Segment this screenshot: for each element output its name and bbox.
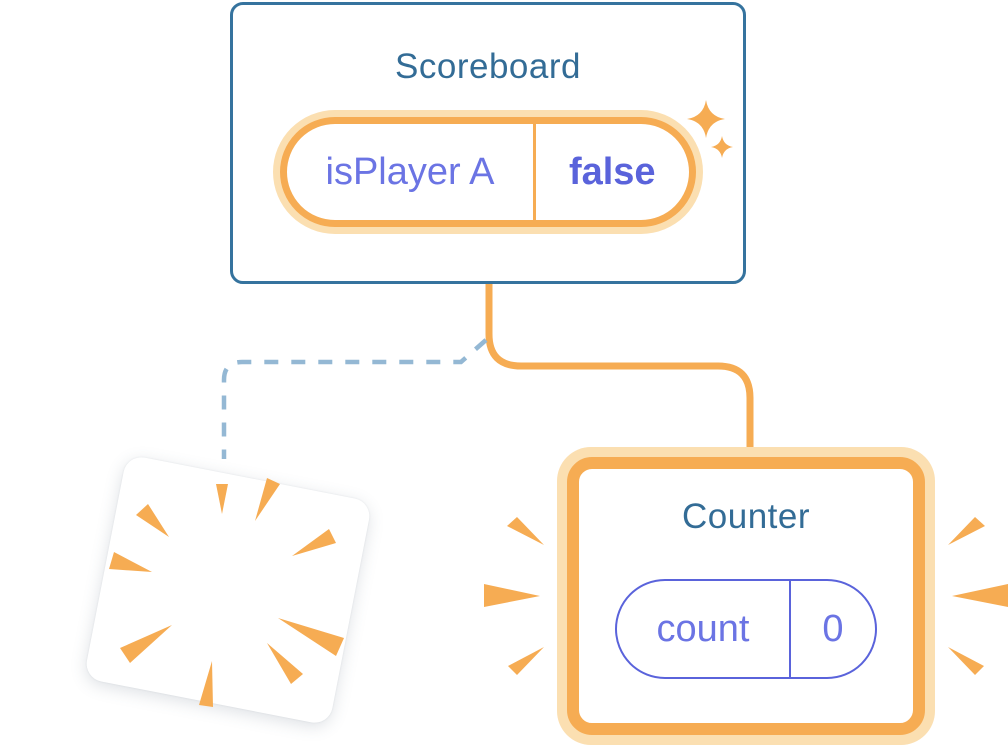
scoreboard-state-pill: isPlayer A false xyxy=(280,117,696,227)
connector-solid-to-counter xyxy=(485,283,754,452)
scoreboard-card: Scoreboard isPlayer A false xyxy=(230,2,746,284)
pill-divider xyxy=(533,124,536,220)
counter-state-pill: count 0 xyxy=(615,579,877,679)
connector-dashed-to-deleted xyxy=(221,338,488,459)
scoreboard-title: Scoreboard xyxy=(395,47,581,86)
sparkles-icon xyxy=(687,100,733,158)
counter-card: Counter count 0 xyxy=(557,447,935,745)
counter-card-inner: Counter count 0 xyxy=(567,457,925,735)
count-value-label: 0 xyxy=(822,607,844,650)
counter-title: Counter xyxy=(681,497,811,536)
count-key-label: count xyxy=(656,607,750,650)
pill-divider xyxy=(789,581,791,677)
emphasis-burst-right-icon xyxy=(948,517,1008,675)
state-key-label: isPlayer A xyxy=(325,150,495,193)
deleted-component-card xyxy=(83,454,373,726)
emphasis-burst-left-icon xyxy=(484,517,544,675)
state-value-label: false xyxy=(568,150,656,193)
